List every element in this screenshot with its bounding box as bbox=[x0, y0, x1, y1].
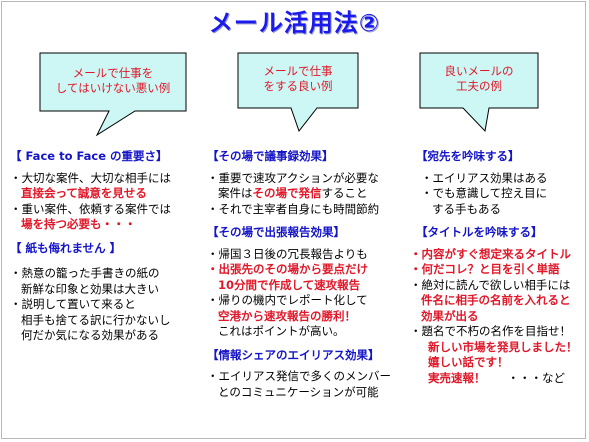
bullet-text: ・熱意の籠った手書きの紙の bbox=[10, 266, 160, 280]
bullet-text-continued: 何だか気になる効果がある bbox=[21, 328, 159, 342]
emphasis-text: 件名に相手の名前を入れると bbox=[421, 293, 571, 307]
bullet-text: ・絶対に読んで欲しい相手には bbox=[410, 277, 571, 292]
bullet-text: ・重要で速攻アクションが必要な bbox=[207, 170, 379, 185]
plain-text: ・・・など bbox=[507, 370, 566, 385]
bullet-text: ・題名で不朽の名作を目指せ！ bbox=[410, 324, 571, 338]
section-heading-recipients: 【宛先を吟味する】 bbox=[416, 149, 520, 163]
callout-bubble-shape bbox=[39, 52, 187, 137]
bullet-text: ・エイリアス発信で多くのメンバー bbox=[207, 369, 391, 383]
callout-line-2: してはいけない悪い例 bbox=[55, 81, 171, 95]
bullet-text-continued: 相手も捨てる訳に行かないし bbox=[21, 312, 171, 327]
bullet-text: ・エイリアス効果はある bbox=[421, 170, 548, 185]
section-heading-paper: 【 紙も侮れません 】 bbox=[10, 240, 122, 255]
callout-good-example: メールで仕事 をする良い例 bbox=[237, 52, 359, 133]
section-heading-face-to-face: 【 Face to Face の重要さ】 bbox=[10, 149, 168, 163]
bullet-text: ・帰国３日後の冗長報告よりも bbox=[207, 246, 368, 261]
emphasis-text: 場を持つ必要も・・・ bbox=[21, 217, 136, 231]
bullet-text: ・帰りの機内でレポート化して bbox=[207, 293, 368, 307]
bullet-text: ・説明して置いて来ると bbox=[10, 297, 136, 311]
section-heading-trip-report: 【その場で出張報告効果】 bbox=[207, 225, 345, 239]
bullet-text-continued: これはポイントが高い。 bbox=[218, 324, 345, 338]
emphasis-text: ・出張先のその場から要点だけ bbox=[207, 262, 368, 276]
section-heading-subject: 【タイトルを吟味する】 bbox=[416, 225, 543, 239]
callout-line-2: をする良い例 bbox=[263, 79, 333, 93]
callout-bubble-shape bbox=[419, 52, 539, 133]
section-heading-alias: 【情報シェアのエイリアス効果】 bbox=[207, 347, 380, 362]
emphasis-text: 嬉しい話です！ bbox=[428, 355, 509, 369]
emphasis-text: 新しい市場を発見しました！ bbox=[428, 339, 578, 354]
callout-line-1: メールで仕事 bbox=[263, 64, 333, 78]
plain-text: 案件は bbox=[218, 186, 253, 200]
emphasis-text: その場で発信 bbox=[252, 186, 322, 200]
bullet-text: ・大切な案件、大切な相手には bbox=[10, 170, 171, 185]
slide-title: メール活用法② bbox=[208, 9, 381, 37]
emphasis-text: 直接会って誠意を見せる bbox=[21, 186, 147, 200]
callout-bubble-shape bbox=[237, 52, 359, 133]
emphasis-text: ・内容がすぐ想定来るタイトル bbox=[410, 246, 571, 261]
callout-line-2: 工夫の例 bbox=[456, 79, 502, 93]
bullet-text-continued: する手もある bbox=[432, 201, 501, 216]
callout-line-1: 良いメールの bbox=[444, 64, 514, 78]
callout-line-1: メールで仕事を bbox=[72, 66, 154, 80]
column-tips: 【宛先を吟味する】 ・エイリアス効果はある ・でも意識して控え目に する手もある… bbox=[410, 149, 586, 386]
emphasis-text: 実売速報！ bbox=[428, 370, 486, 385]
bullet-text: ・でも意識して控え目に bbox=[421, 186, 548, 200]
column-bad-examples: 【 Face to Face の重要さ】 ・大切な案件、大切な相手には 直接会っ… bbox=[10, 149, 200, 344]
bullet-text: ・重い案件、依頼する案件では bbox=[10, 201, 171, 216]
emphasis-text: 10分間で作成して速攻報告 bbox=[218, 277, 361, 292]
plain-text: すること bbox=[321, 186, 368, 200]
column-good-examples: 【その場で議事録効果】 ・重要で速攻アクションが必要な 案件はその場で発信するこ… bbox=[207, 149, 407, 400]
bullet-text: ・それで主宰者自身にも時間節約 bbox=[207, 201, 380, 216]
bullet-text-continued: とのコミュニケーションが可能 bbox=[218, 384, 379, 399]
callout-bad-example: メールで仕事を してはいけない悪い例 bbox=[39, 52, 187, 137]
bullet-text-continued: 新鮮な印象と効果は大きい bbox=[21, 281, 159, 296]
example-row: 実売速報！ ・・・など bbox=[410, 371, 586, 387]
section-heading-minutes: 【その場で議事録効果】 bbox=[207, 149, 334, 163]
callout-tips: 良いメールの 工夫の例 bbox=[419, 52, 539, 133]
emphasis-text: ・何だコレ？と目を引く単語 bbox=[410, 262, 560, 276]
emphasis-text: 効果が出る bbox=[421, 308, 479, 323]
bullet-text-continued: 案件はその場で発信すること bbox=[207, 186, 407, 202]
emphasis-text: 空港から速攻報告の勝利！ bbox=[218, 308, 356, 323]
